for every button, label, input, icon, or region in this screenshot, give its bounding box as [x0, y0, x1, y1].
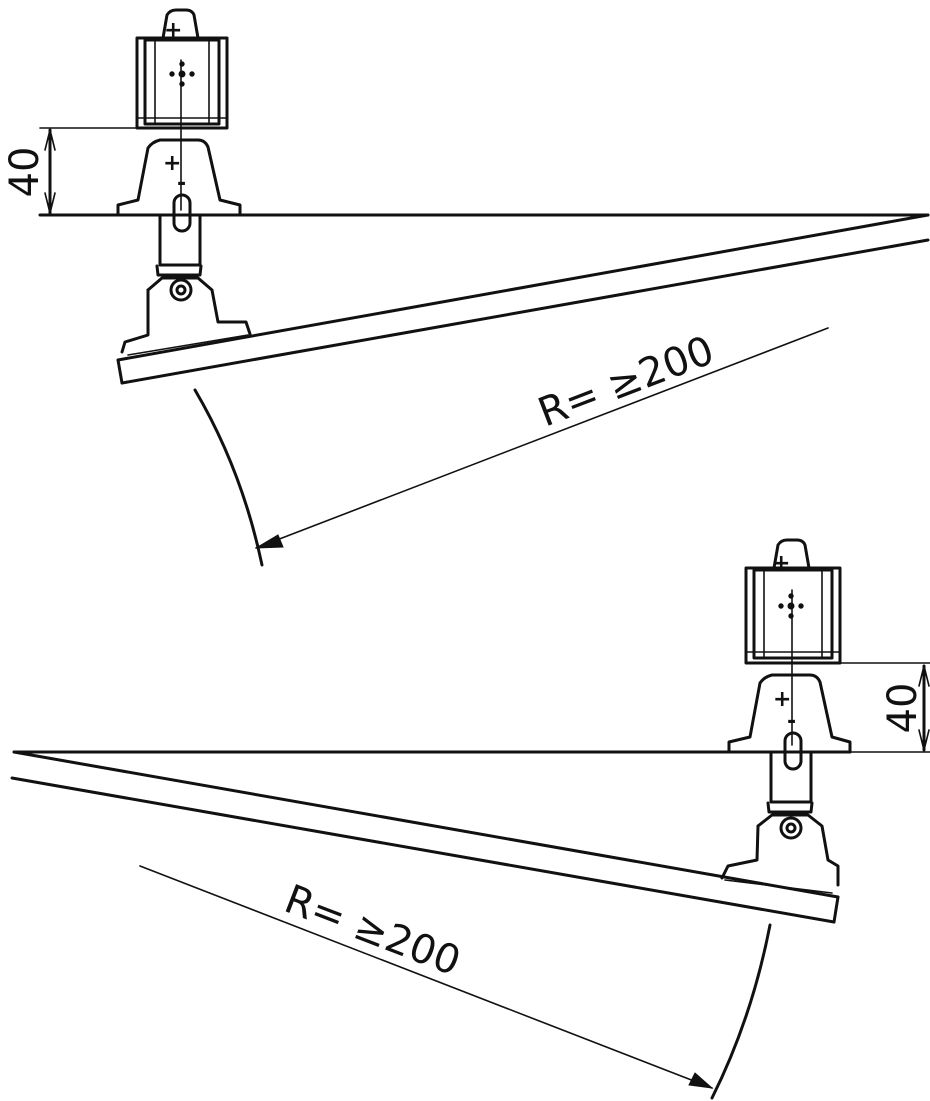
- top-offset-label: 40: [2, 147, 48, 198]
- top-view: + 40 + -: [2, 8, 930, 567]
- top-radius-indicator: R= ≥200: [193, 327, 829, 567]
- bottom-plus-sign-lower: +: [773, 687, 791, 712]
- minus-sign: -: [177, 171, 186, 196]
- top-dimension-40: 40: [2, 127, 141, 216]
- bottom-offset-label: 40: [880, 683, 926, 734]
- bottom-dimension-40: 40: [839, 662, 930, 753]
- bottom-plus-sign-upper: +: [772, 551, 790, 576]
- plus-sign-upper: +: [164, 18, 182, 43]
- bottom-track-body: + -: [720, 673, 852, 887]
- bottom-bent-rail: [10, 750, 840, 924]
- bottom-adapter: +: [744, 538, 842, 665]
- bottom-radius-indicator: R= ≥200: [139, 865, 772, 1100]
- top-radius-label: R= ≥200: [532, 327, 720, 436]
- bottom-view: + 40 + -: [10, 538, 930, 1100]
- top-adapter: +: [135, 8, 229, 130]
- top-track-body: + -: [116, 138, 252, 354]
- plus-sign-lower: +: [163, 151, 181, 176]
- top-bent-rail: [116, 213, 930, 385]
- bottom-minus-sign: -: [787, 709, 796, 734]
